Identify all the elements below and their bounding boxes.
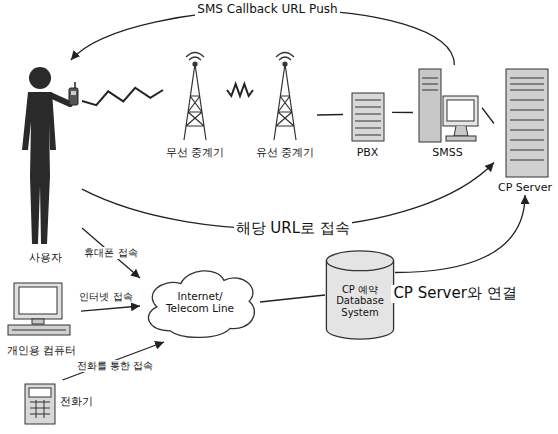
database-cylinder: CP 예약 Database System xyxy=(325,250,395,340)
network-cloud: Internet/ Telecom Line xyxy=(140,262,260,342)
node-label: 사용자 xyxy=(8,252,82,265)
tower-icon xyxy=(184,53,206,141)
connector xyxy=(260,295,325,302)
pbx-node: PBX xyxy=(343,90,392,160)
node-label: 유선 중계기 xyxy=(253,147,317,160)
node-label: 전화기 xyxy=(60,396,93,409)
node-label: CP Server xyxy=(494,182,556,195)
user-node: 사용자 xyxy=(8,60,82,265)
node-label: PBX xyxy=(343,147,392,160)
connector xyxy=(317,114,343,116)
connector xyxy=(82,228,140,278)
relay-node: 유선 중계기 xyxy=(253,60,317,160)
edge-label: 해당 URL로 접속 xyxy=(234,220,352,237)
tower-icon xyxy=(274,53,296,141)
node-label: CP 예약 Database System xyxy=(329,284,391,319)
smss-server xyxy=(419,69,478,142)
connector xyxy=(482,108,494,124)
connector xyxy=(395,195,525,273)
relay-node: 무선 중계기 xyxy=(163,60,227,160)
node-label: SMSS xyxy=(413,147,482,160)
edge-label: 인터넷 접속 xyxy=(77,291,134,303)
wireless-link xyxy=(227,84,253,96)
personal-computer xyxy=(8,283,70,335)
telephone-node: 전화기 xyxy=(20,380,105,428)
connector xyxy=(71,10,455,65)
smss-node: SMSS xyxy=(413,65,482,160)
mobile-phone xyxy=(69,82,78,105)
edge-label: CP Server와 연결 xyxy=(391,285,518,302)
cylinder-outline xyxy=(325,250,395,340)
connector xyxy=(81,306,140,311)
wireless-link xyxy=(82,88,163,105)
telephone xyxy=(25,384,55,424)
edge-label: 전화를 통한 접속 xyxy=(75,360,155,372)
cp-server xyxy=(506,69,548,177)
pc-node: 개인용 컴퓨터 xyxy=(2,280,81,358)
edge-label: 휴대폰 접속 xyxy=(82,247,139,259)
node-label: 개인용 컴퓨터 xyxy=(2,345,81,358)
connector xyxy=(63,342,165,380)
pbx-rack xyxy=(352,93,384,141)
node-label: 무선 중계기 xyxy=(163,147,227,160)
edge-label: SMS Callback URL Push xyxy=(195,3,339,17)
user-figure xyxy=(22,67,70,244)
server-node: CP Server xyxy=(494,65,556,195)
node-label: Internet/ Telecom Line xyxy=(160,290,240,314)
connector xyxy=(392,112,413,113)
